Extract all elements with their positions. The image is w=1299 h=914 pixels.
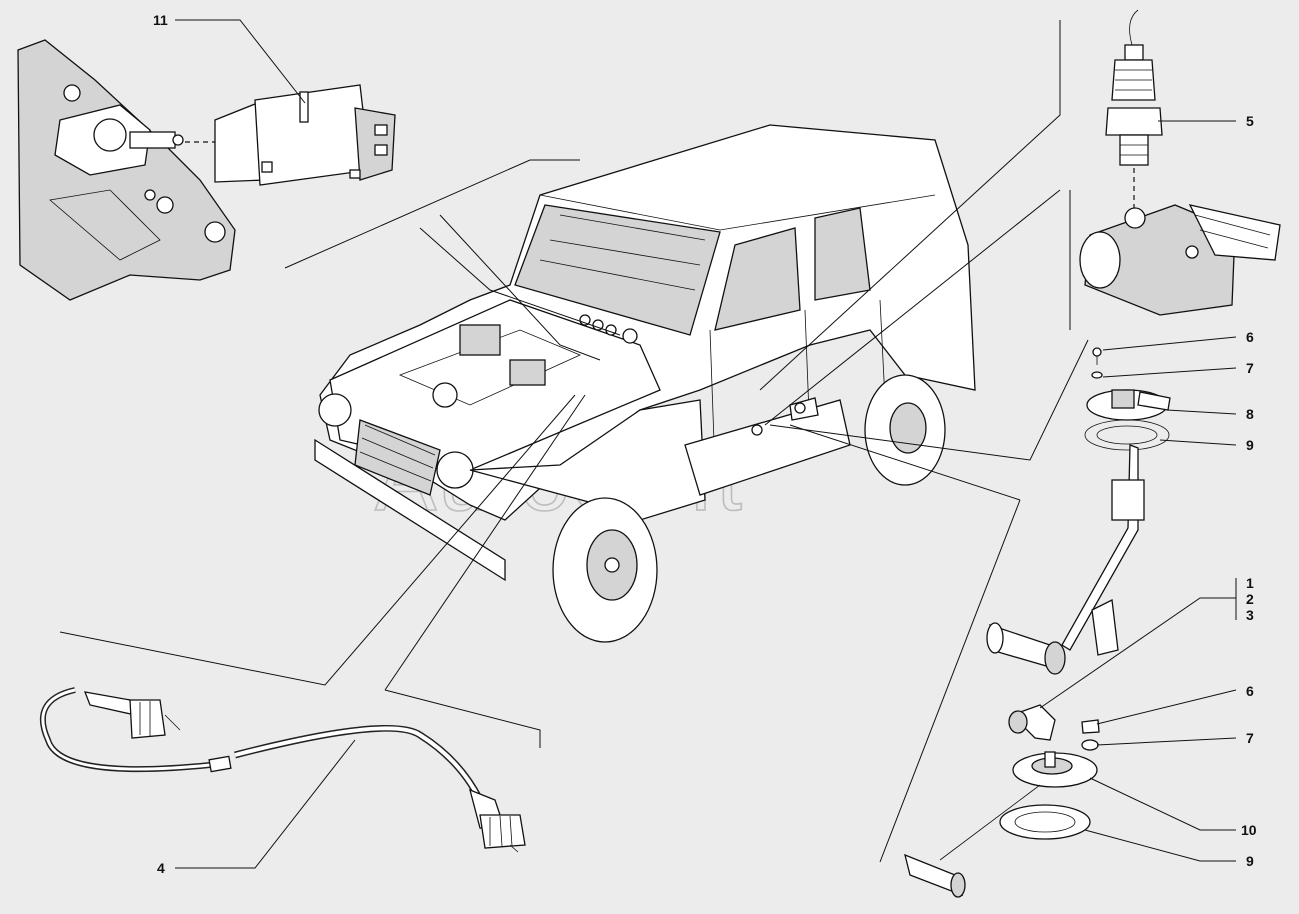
engine-block-illustration: [17, 39, 236, 301]
callout-9-lower: 9: [1246, 853, 1254, 869]
callout-6-lower: 6: [1246, 683, 1254, 699]
callout-6-upper: 6: [1246, 329, 1254, 345]
relay-box-part: [214, 84, 396, 186]
fuel-sender-lower: [904, 704, 1100, 898]
callout-8: 8: [1246, 406, 1254, 422]
callout-labels: 11 5 6 7 8 9 1 2 3 6 7 10 9 4: [153, 12, 1257, 876]
fuel-sender-upper: [986, 347, 1171, 675]
callout-2: 2: [1246, 591, 1254, 607]
callout-10: 10: [1241, 822, 1257, 838]
callout-7-lower: 7: [1246, 730, 1254, 746]
leader-lines: [59, 19, 1237, 869]
callout-5: 5: [1246, 113, 1254, 129]
callout-9-upper: 9: [1246, 437, 1254, 453]
callout-3: 3: [1246, 607, 1254, 623]
housing-part: [1079, 204, 1281, 316]
callout-1: 1: [1246, 575, 1254, 591]
callout-4: 4: [157, 860, 165, 876]
vehicle-illustration: [314, 124, 976, 643]
callout-11: 11: [153, 12, 168, 28]
sensor-part-5: [1105, 9, 1163, 166]
speedometer-cable-part: [40, 687, 526, 853]
callout-7-upper: 7: [1246, 360, 1254, 376]
